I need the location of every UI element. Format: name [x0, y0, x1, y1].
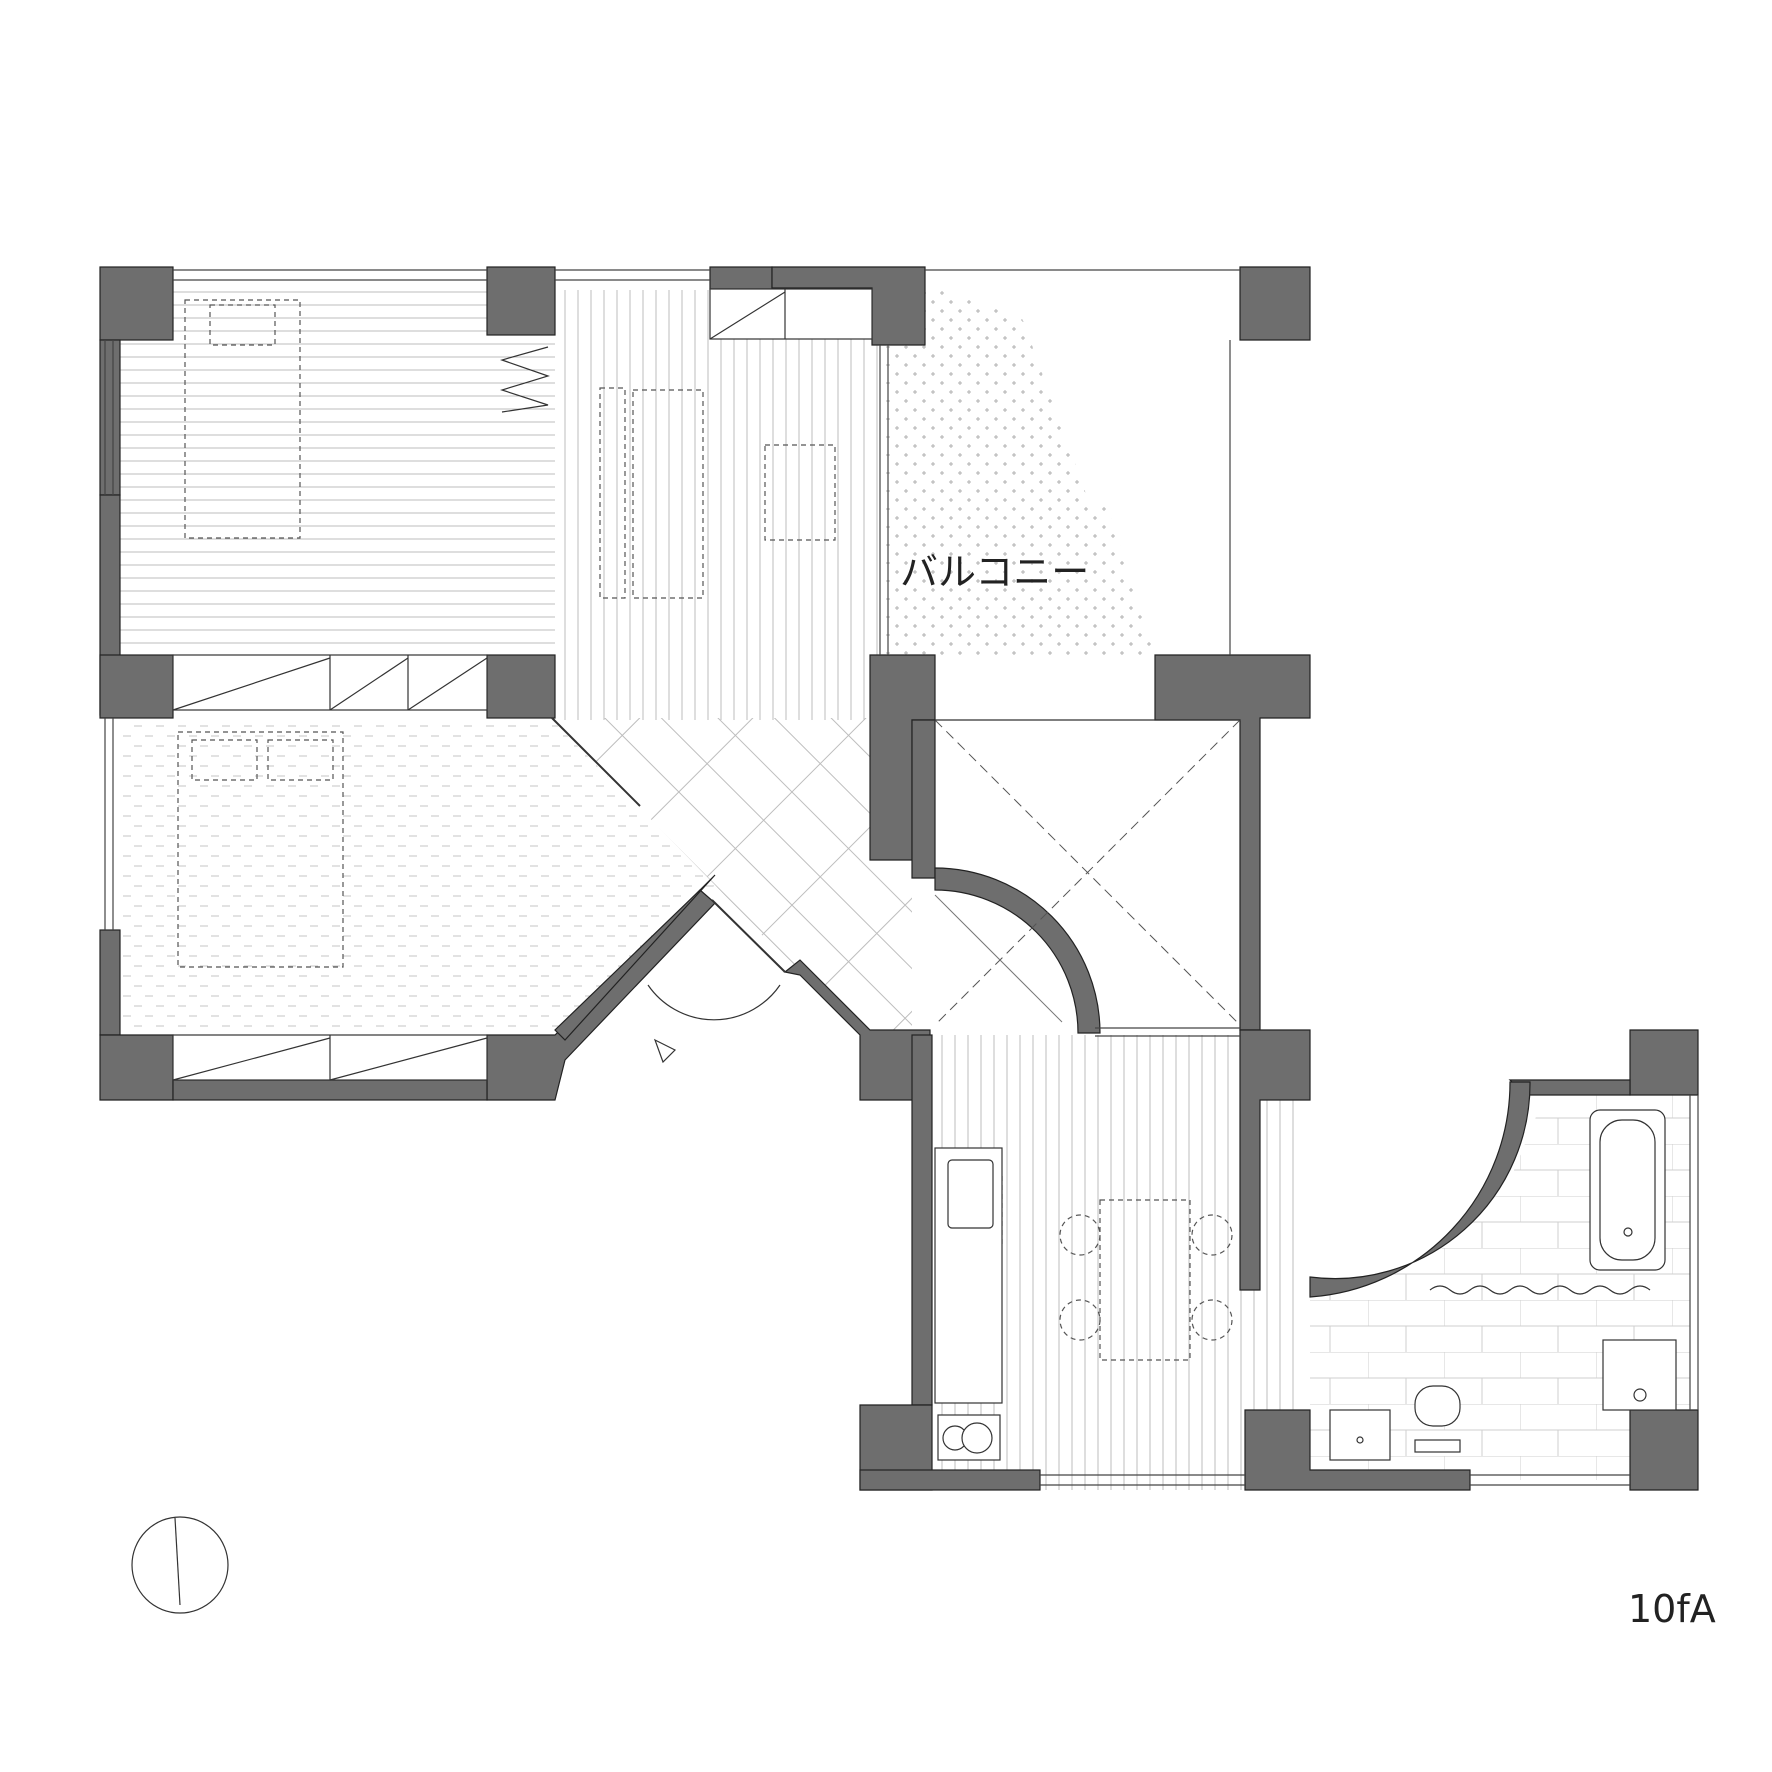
- toilet: [1414, 1385, 1461, 1427]
- windows: [104, 269, 1699, 1486]
- stove-burner-icon: [961, 1422, 993, 1454]
- plan-id-label: 10fA: [1628, 1587, 1716, 1631]
- hall-floor: [552, 718, 912, 1035]
- walls: [99, 266, 1699, 1491]
- balcony-deck: [885, 288, 1158, 660]
- entry-triangle-icon: [653, 1038, 677, 1064]
- curved-wall-bath: [1309, 1081, 1531, 1298]
- bath-cabinet: [1329, 1409, 1391, 1461]
- room-a-floor: [120, 290, 555, 660]
- room-c-floor: [120, 718, 715, 1035]
- north-arrow-icon: [131, 1516, 229, 1614]
- shower-curtain: [1429, 1285, 1651, 1295]
- closets: [172, 288, 873, 1081]
- hall-lines: [934, 719, 1241, 1026]
- room-b-floor: [555, 290, 885, 720]
- kitchen-counter: [934, 1147, 1003, 1461]
- curved-wall-hall: [934, 867, 1101, 1034]
- balcony-label: バルコニー: [900, 550, 1089, 594]
- entry-door-swing: [647, 984, 781, 1021]
- bath-fixtures: [1329, 1109, 1677, 1461]
- curtain: [500, 346, 550, 413]
